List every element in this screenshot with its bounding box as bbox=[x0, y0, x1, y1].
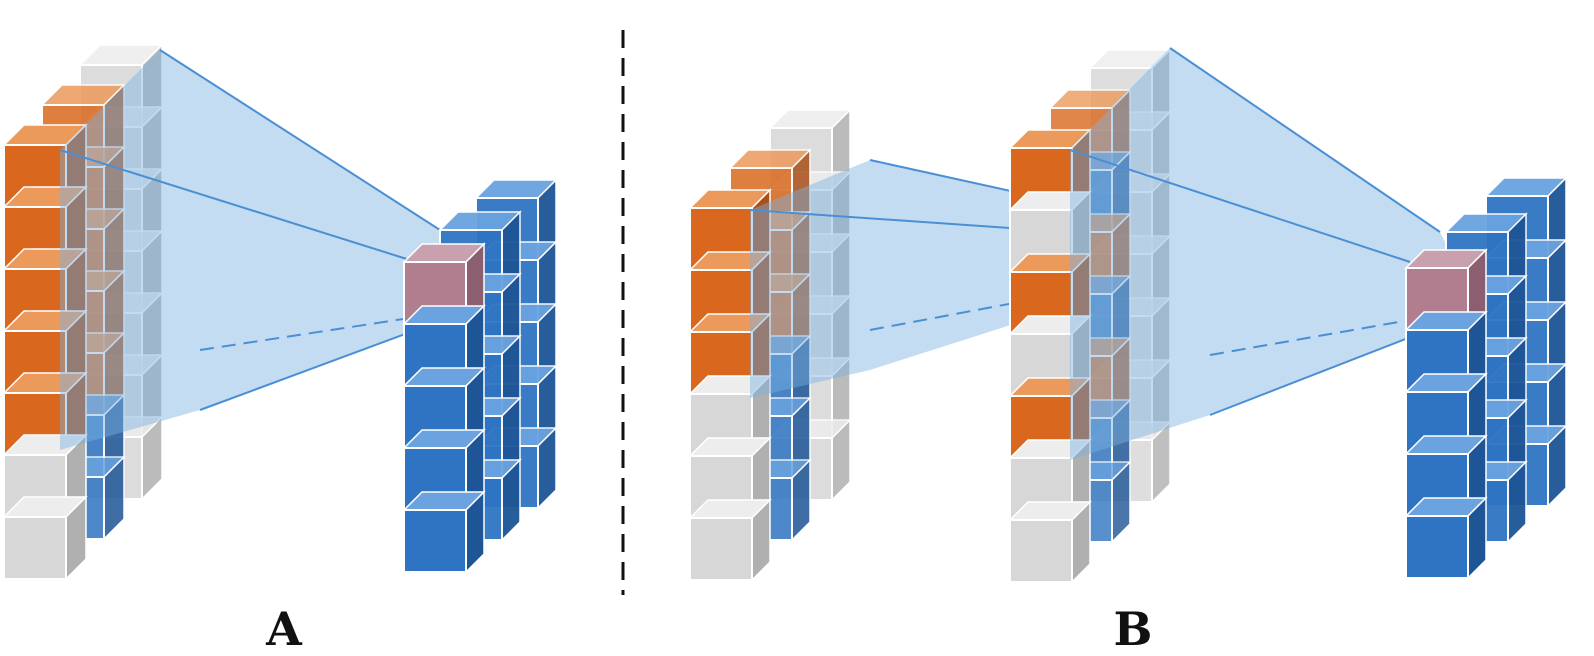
panel-b-output-grid-layer0-cell4-front bbox=[1405, 515, 1469, 579]
panel-b-middle-grid-layer0-cell6 bbox=[1008, 500, 1092, 584]
panel-a bbox=[2, 43, 558, 581]
panel-b-input-grid-layer0-cell5-front bbox=[689, 517, 753, 581]
panel-a-input-grid bbox=[2, 43, 164, 581]
panel-b-line-2-top bbox=[1069, 149, 1411, 263]
panel-a-receptive-field bbox=[60, 50, 470, 450]
panel-a-line-dashed bbox=[199, 317, 411, 351]
panel-a-output-grid-layer0-cell3 bbox=[402, 428, 486, 512]
panel-a-line-top bbox=[59, 149, 411, 261]
panel-label-b: B bbox=[1113, 602, 1153, 656]
panel-b-output-grid bbox=[1404, 176, 1568, 580]
panel-a-output-grid-layer0-cell4 bbox=[402, 490, 486, 574]
panel-b-input-grid bbox=[688, 108, 852, 582]
panel-a-output-grid bbox=[402, 178, 558, 574]
panel-b-middle-grid-layer0-cell6-front bbox=[1009, 519, 1073, 583]
panel-a-line-back bbox=[159, 49, 441, 231]
panel-b-line-2-back bbox=[1169, 47, 1441, 233]
panel-a-input-grid-layer0-cell6 bbox=[2, 495, 88, 581]
panel-a-output-grid-layer0-cell4-front bbox=[403, 509, 467, 573]
panel-a-input-grid-layer0-cell6-front bbox=[3, 516, 67, 580]
panel-b bbox=[688, 47, 1568, 584]
panel-label-a: A bbox=[266, 602, 302, 656]
panel-b-receptive-field-2 bbox=[1070, 48, 1480, 460]
panel-b-middle-grid bbox=[1008, 48, 1172, 584]
panel-a-output-grid-layer1-cell0 bbox=[438, 210, 522, 294]
panel-b-output-grid-layer0-cell4 bbox=[1404, 496, 1488, 580]
panel-b-input-grid-layer0-cell5 bbox=[688, 498, 772, 582]
panel-b-line-2-dashed bbox=[1209, 319, 1411, 356]
